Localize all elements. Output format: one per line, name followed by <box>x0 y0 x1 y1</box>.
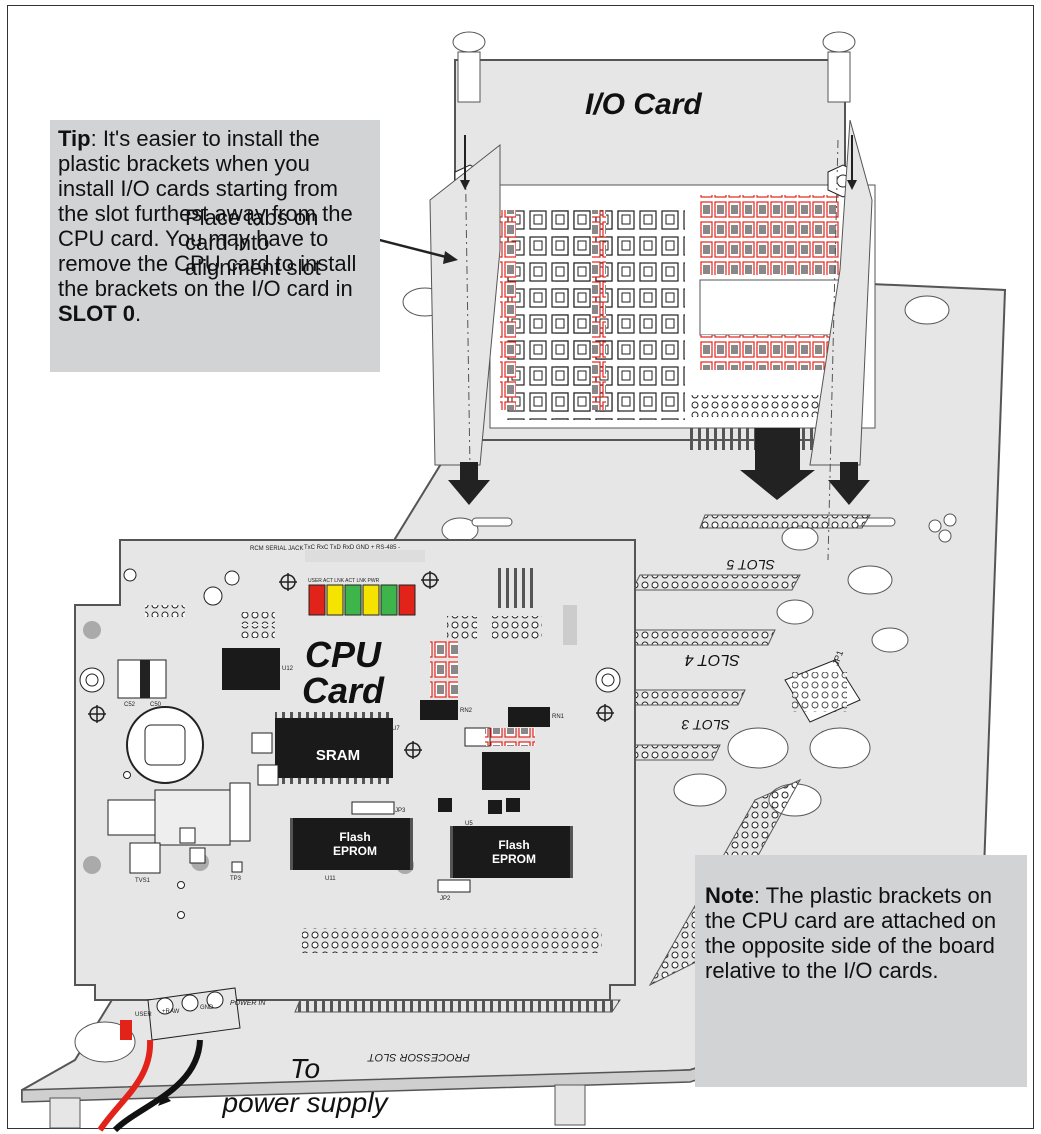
place-tabs-line2: card into <box>185 230 270 255</box>
rcm-serial-jack-label: RCM SERIAL JACK <box>250 546 303 552</box>
power-supply-line2: power supply <box>222 1087 388 1118</box>
c50-label: C50 <box>150 702 162 708</box>
power-connector <box>120 987 241 1041</box>
rn2-label: RN2 <box>460 708 473 714</box>
flash2-line2: EPROM <box>491 852 536 866</box>
tip-callout: Tip: It's easier to install the plastic … <box>50 120 380 372</box>
tvs1-label: TVS1 <box>135 878 151 884</box>
flash1-line2: EPROM <box>332 844 377 858</box>
processor-slot-label: PROCESSOR SLOT <box>367 1051 470 1063</box>
jp1-label: JP1 <box>830 649 845 667</box>
u5-label: U5 <box>465 821 473 827</box>
place-tabs-line1: Place tabs on <box>185 205 319 230</box>
u7-label: U7 <box>392 726 400 732</box>
sram-chip-label: SRAM <box>315 747 361 764</box>
power-supply-label: To power supply <box>195 1052 415 1120</box>
io-card-title: I/O Card <box>585 88 702 121</box>
io-card <box>429 31 876 561</box>
gnd-label: GND <box>200 1005 214 1011</box>
power-supply-line1: To <box>289 1053 321 1084</box>
tip-text: : It's easier to install the plastic bra… <box>58 126 357 301</box>
place-tabs-line3: alignment slot <box>185 255 321 280</box>
flash-eprom-1-label: Flash EPROM <box>300 830 410 858</box>
tip-end: . <box>135 301 142 326</box>
led-sub-label: USER ACT LNK ACT LNK PWR <box>308 578 380 584</box>
tp3-label: TP3 <box>230 876 242 882</box>
note-callout: Note: The plastic brackets on the CPU ca… <box>695 855 1027 1087</box>
tip-lead: Tip <box>58 126 91 151</box>
jp3-label: JP3 <box>395 808 406 814</box>
cpu-card <box>74 539 636 1001</box>
note-lead: Note <box>705 883 754 908</box>
u12-label: U12 <box>282 666 294 672</box>
diagram-frame <box>7 5 1034 1129</box>
user-label: USER <box>135 1012 152 1018</box>
slot5-label: SLOT 5 <box>727 557 775 573</box>
cpu-card-title: CPU Card <box>302 637 384 709</box>
flash1-line1: Flash <box>339 830 371 844</box>
note-text: : The plastic brackets on the CPU card a… <box>705 883 997 983</box>
red-wire <box>97 1039 154 1132</box>
black-wire <box>112 1039 203 1133</box>
raw-label: +RAW <box>162 1009 180 1015</box>
flash-eprom-2-label: Flash EPROM <box>458 838 570 866</box>
slot4-label: SLOT 4 <box>685 651 740 668</box>
c52-label: C52 <box>124 702 136 708</box>
place-tabs-label: Place tabs on card into alignment slot <box>185 205 385 280</box>
insertion-arrows <box>359 135 870 505</box>
cpu-title-line1: CPU <box>305 634 382 675</box>
slot3-label: SLOT 3 <box>682 717 730 733</box>
flash2-line1: Flash <box>498 838 530 852</box>
tip-slot: SLOT 0 <box>58 301 136 326</box>
u11-label: U11 <box>325 876 336 882</box>
led-header-label: TxC RxC TxD RxD GND + RS-485 - <box>304 545 400 551</box>
power-in-label: POWER IN <box>230 1000 266 1007</box>
jp2-label: JP2 <box>440 896 451 902</box>
rn1-label: RN1 <box>552 714 565 720</box>
cpu-title-line2: Card <box>302 670 385 711</box>
